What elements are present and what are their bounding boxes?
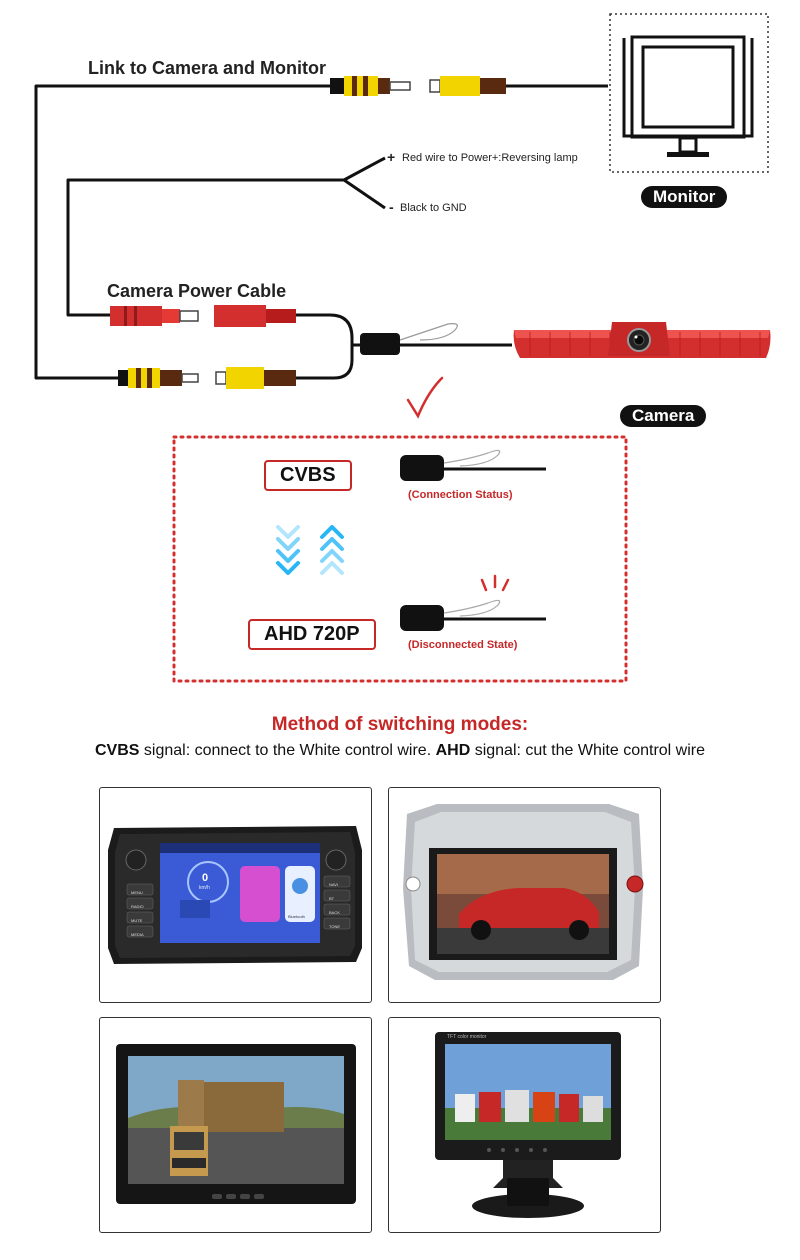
- camera-badge: Camera: [620, 405, 707, 427]
- power-connector-right: [214, 305, 296, 327]
- method-description: CVBS signal: connect to the White contro…: [0, 742, 800, 760]
- silver-stereo-photo: [388, 787, 661, 1003]
- cvbs-keyword: CVBS: [94, 742, 140, 759]
- connection-status-label: (Connection Status): [408, 489, 513, 501]
- power-fork-wire: [343, 156, 386, 210]
- monitor-badge: Monitor: [641, 186, 728, 208]
- ahd-instruction: signal: cut the White control wire: [470, 742, 706, 759]
- bluetooth-label: Bluetooth: [288, 914, 305, 919]
- rca-connector-top-left: [330, 76, 411, 96]
- link-label: Link to Camera and Monitor: [88, 58, 327, 78]
- video-link-wire: [34, 84, 330, 380]
- red-wire-label: Red wire to Power+:Reversing lamp: [402, 152, 578, 164]
- head-unit-photo: 0 km/h Bluetooth MENU RADIO MUTE MEDIA N…: [99, 787, 372, 1003]
- power-loop-wire: [66, 178, 344, 317]
- power-connector-left: [110, 306, 199, 326]
- left-buttons: MENU RADIO MUTE MEDIA: [131, 890, 144, 937]
- tft-caption: TFT color monitor: [447, 1034, 487, 1040]
- cvbs-instruction: signal: connect to the White control wir…: [139, 742, 436, 759]
- control-module: [360, 333, 400, 355]
- speed-value: 0: [202, 872, 209, 884]
- method-title: Method of switching modes:: [271, 714, 529, 735]
- ahd-mode-label: AHD 720P: [248, 619, 376, 650]
- camera-brake-light-icon: [513, 322, 771, 358]
- rca-connector-top-right: [429, 76, 506, 96]
- plus-sign: +: [387, 149, 396, 165]
- rca-connector-bottom-right: [215, 367, 296, 389]
- monitor-icon: [609, 13, 769, 173]
- camera-power-wire: [296, 313, 354, 380]
- speed-unit: km/h: [199, 885, 210, 891]
- truck-monitor-photo: [99, 1017, 372, 1233]
- rca-connector-bottom-left: [118, 368, 199, 388]
- black-wire-label: Black to GND: [400, 202, 467, 214]
- power-cable-label: Camera Power Cable: [107, 281, 287, 301]
- disconnected-state-label: (Disconnected State): [408, 639, 518, 651]
- minus-sign: -: [389, 199, 394, 215]
- wiring-diagram: [34, 13, 771, 419]
- right-buttons: NAVI BT BACK TONE: [329, 882, 341, 929]
- tft-monitor-photo: TFT color monitor: [388, 1017, 661, 1233]
- check-mark-icon: [406, 376, 444, 419]
- cvbs-mode-label: CVBS: [264, 460, 352, 491]
- white-control-wire: [399, 323, 458, 341]
- mode-switch-panel: [172, 435, 628, 683]
- ahd-keyword: AHD: [435, 742, 471, 759]
